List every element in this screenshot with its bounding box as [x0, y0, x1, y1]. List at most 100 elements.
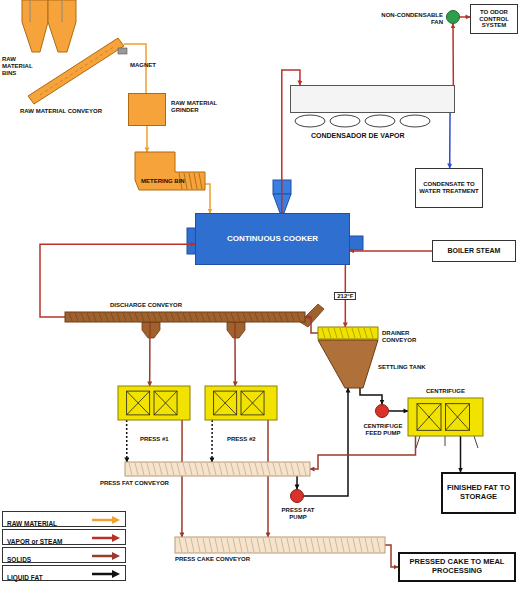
tube-oval: [400, 115, 430, 127]
screw-stroke: [279, 313, 282, 321]
press-cross: [241, 391, 264, 415]
conveyor-bar-outline: [125, 462, 310, 476]
conveyor-body: [318, 327, 378, 339]
destination-box: CONDENSATE TO WATER TREATMENT: [415, 168, 483, 208]
flow-line: [126, 420, 128, 462]
conveyor-body: [175, 537, 385, 553]
conveyor-screw: [40, 46, 115, 95]
hopper-shape: [135, 152, 205, 190]
screw-stroke: [370, 328, 373, 338]
sample-head: [112, 516, 120, 524]
legend-text: VAPOR or STEAM: [3, 538, 63, 545]
legend-sample: [91, 569, 121, 579]
screw-stroke: [165, 463, 168, 475]
conveyor-bar-outline: [318, 327, 378, 339]
screw-stroke: [183, 313, 186, 321]
equipment-label: DISCHARGE CONVEYOR: [110, 302, 220, 309]
legend-item: RAW MATERIAL: [2, 511, 126, 527]
metering-bin: METERING BIN: [135, 152, 205, 190]
bin-hopper: [48, 0, 76, 52]
screw-stroke: [207, 313, 210, 321]
screw-stroke: [165, 313, 168, 321]
screw-stroke: [269, 538, 272, 552]
press-chute: [227, 322, 245, 338]
screw-stroke: [221, 538, 224, 552]
pump-symbol: CENTRIFUGE FEED PUMP: [375, 404, 389, 418]
screw-stroke: [209, 538, 212, 552]
screw-stroke: [225, 313, 228, 321]
magnet-symbol: [118, 48, 127, 54]
screw-stroke: [191, 538, 194, 552]
condenser-shell: CONDENSADOR DE VAPOR: [290, 85, 455, 113]
equipment-label: DRAINER CONVEYOR: [382, 330, 444, 344]
screw-stroke: [249, 463, 252, 475]
press-cross: [446, 404, 470, 431]
screw-stroke: [199, 173, 202, 189]
screw-stroke: [364, 328, 367, 338]
tube-oval: [365, 115, 395, 127]
screw-stroke: [201, 313, 204, 321]
legend-item: VAPOR or STEAM: [2, 529, 126, 545]
sample-head: [112, 534, 120, 542]
screw-stroke: [311, 538, 314, 552]
tube-oval: [295, 115, 325, 127]
screw-stroke: [219, 463, 222, 475]
screw-stroke: [75, 313, 78, 321]
screw-stroke: [297, 313, 300, 321]
equipment-label: CENTRIFUGE FEED PUMP: [360, 423, 406, 437]
box-text: PRESSED CAKE TO MEAL PROCESSING: [401, 558, 513, 575]
screw-stroke: [346, 328, 349, 338]
screw-stroke: [195, 313, 198, 321]
equipment-label: PRESS FAT PUMP: [275, 507, 321, 521]
screw-stroke: [171, 313, 174, 321]
screw-stroke: [105, 313, 108, 321]
bin-rib: [62, 0, 63, 22]
press-cross: [417, 404, 441, 431]
screw-stroke: [219, 313, 222, 321]
conveyor-bar: DRAINER CONVEYOR: [318, 327, 378, 339]
destination-box: PRESSED CAKE TO MEAL PROCESSING: [398, 552, 516, 582]
condenser-tubes: [295, 115, 430, 127]
screw-stroke: [153, 463, 156, 475]
press-cell: [241, 391, 264, 415]
screw-stroke: [291, 313, 294, 321]
screw-stroke: [177, 313, 180, 321]
screw-stroke: [183, 463, 186, 475]
flow-line: [304, 388, 348, 496]
temperature-label: 212°F: [334, 292, 356, 300]
screw-stroke: [365, 538, 368, 552]
legend-text: SOLIDS: [3, 556, 31, 563]
press-cell: [446, 404, 470, 431]
screw-stroke: [299, 538, 302, 552]
conveyor-body: [125, 462, 310, 476]
screw-stroke: [189, 173, 192, 189]
screw-stroke: [194, 173, 197, 189]
settling-tank: SETTLING TANK: [318, 340, 378, 388]
flow-line: [360, 388, 382, 404]
flow-line: [310, 436, 416, 469]
press-cross: [214, 391, 237, 415]
equipment-label: PRESS CAKE CONVEYOR: [175, 556, 295, 563]
press-body: [118, 386, 190, 420]
screw-stroke: [111, 313, 114, 321]
screw-stroke: [185, 538, 188, 552]
press-cross: [154, 391, 177, 415]
screw-stroke: [87, 313, 90, 321]
screw-stroke: [231, 313, 234, 321]
legend-text: LIQUID FAT: [3, 574, 43, 581]
fan-symbol: NON-CONDENSABLE FAN: [446, 10, 460, 24]
equipment-label: RAW MATERIAL GRINDER: [171, 100, 229, 114]
equipment-label: NON-CONDENSABLE FAN: [371, 12, 443, 26]
screw-stroke: [352, 328, 355, 338]
screw-stroke: [215, 538, 218, 552]
equipment-label: CENTRIFUGE: [426, 388, 486, 395]
screw-stroke: [203, 538, 206, 552]
screw-stroke: [267, 313, 270, 321]
part-label: RAW MATERIAL BINS: [2, 56, 36, 77]
flow-line: [389, 410, 408, 412]
screw-press: PRESS #1: [118, 386, 190, 420]
press-body: [408, 398, 483, 436]
destination-box: FINISHED FAT TO STORAGE: [441, 472, 516, 514]
screw-stroke: [243, 313, 246, 321]
